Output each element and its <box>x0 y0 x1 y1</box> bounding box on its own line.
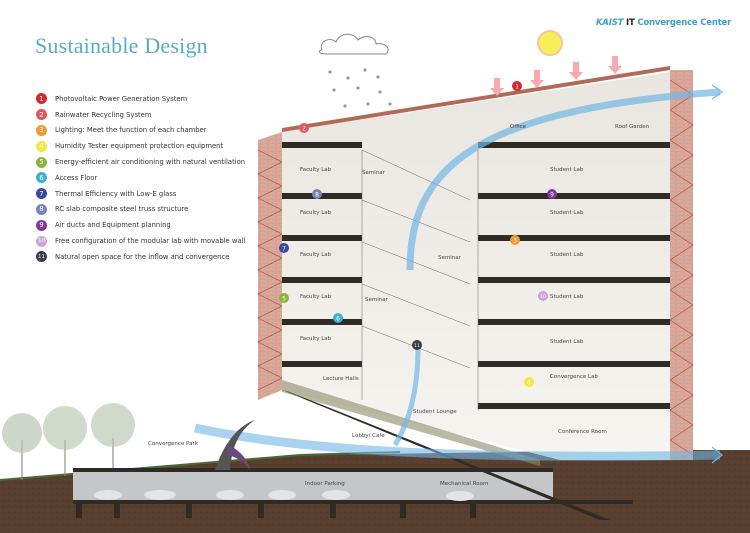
marker-4: 4 <box>524 377 534 387</box>
marker-6: 6 <box>333 313 343 323</box>
label-faculty-lab-4: Faculty Lab <box>300 294 332 300</box>
underground-parking: Indoor Parking Mechanical Room <box>73 468 633 518</box>
label-conference-room: Conference Room <box>558 429 607 435</box>
svg-text:5: 5 <box>282 296 286 303</box>
raindrops <box>328 68 392 108</box>
label-roof-garden: Roof Garden <box>615 124 650 130</box>
markers: 1 2 3 4 5 6 7 8 9 10 11 <box>279 81 557 387</box>
svg-text:11: 11 <box>414 343 420 349</box>
marker-9: 9 <box>547 189 557 199</box>
label-student-lab-5: Student Lab <box>550 339 584 345</box>
atrium-stairs <box>361 149 479 410</box>
label-student-lab-1: Student Lab <box>550 167 584 173</box>
label-lecture-halls: Lecture Halls <box>323 376 359 382</box>
label-student-lab-2: Student Lab <box>550 210 584 216</box>
label-indoor-parking: Indoor Parking <box>305 481 345 487</box>
page-title: Sustainable Design <box>35 33 208 58</box>
marker-2: 2 <box>299 123 309 133</box>
marker-7: 7 <box>279 243 289 253</box>
label-convergence-park: Convergence Park <box>148 441 199 447</box>
marker-5: 5 <box>279 293 289 303</box>
svg-text:7: 7 <box>282 246 286 253</box>
marker-3: 3 <box>510 235 520 245</box>
roof <box>282 66 670 132</box>
svg-text:10: 10 <box>540 294 546 300</box>
label-mechanical-room: Mechanical Room <box>440 481 488 487</box>
label-seminar-3: Seminar <box>365 297 389 303</box>
marker-10: 10 <box>538 291 548 301</box>
label-seminar-1: Seminar <box>362 170 386 176</box>
svg-text:2: 2 <box>302 126 306 133</box>
floor-slabs <box>282 142 670 409</box>
rain-cloud-icon <box>318 33 389 55</box>
label-student-lounge: Student Lounge <box>413 409 457 415</box>
svg-text:6: 6 <box>336 316 340 323</box>
label-office: Office <box>510 124 527 130</box>
label-faculty-lab-5: Faculty Lab <box>300 336 332 342</box>
marker-8: 8 <box>312 189 322 199</box>
label-convergence-lab: Convergence Lab <box>550 374 598 380</box>
label-lobby-cafe: Lobby/ Cafe <box>352 433 385 439</box>
label-faculty-lab-1: Faculty Lab <box>300 167 332 173</box>
sculpture <box>215 420 255 470</box>
label-student-lab-4: Student Lab <box>550 294 584 300</box>
sun-icon <box>537 30 563 56</box>
east-brick-wall <box>670 70 693 460</box>
trees <box>2 403 135 480</box>
svg-text:9: 9 <box>550 192 554 199</box>
label-student-lab-3: Student Lab <box>550 252 584 258</box>
svg-text:4: 4 <box>527 380 531 387</box>
svg-text:3: 3 <box>513 238 517 245</box>
sunlight-arrows <box>490 56 622 96</box>
marker-1: 1 <box>512 81 522 91</box>
label-faculty-lab-2: Faculty Lab <box>300 210 332 216</box>
brand-logo: KAIST IT Convergence Center <box>596 18 732 28</box>
label-faculty-lab-3: Faculty Lab <box>300 252 332 258</box>
svg-text:8: 8 <box>315 192 319 199</box>
svg-text:1: 1 <box>515 84 519 91</box>
label-seminar-2: Seminar <box>438 255 462 261</box>
marker-11: 11 <box>412 340 422 350</box>
airflow-arrows <box>194 84 724 464</box>
